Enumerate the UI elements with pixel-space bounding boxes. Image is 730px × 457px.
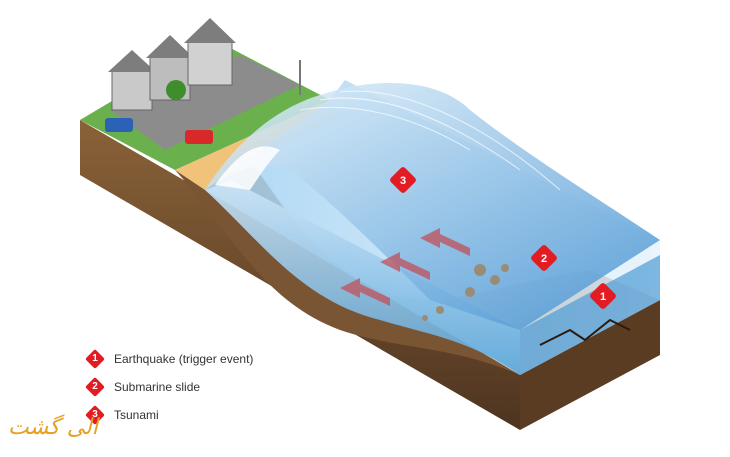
legend-label: Tsunami [114, 408, 159, 422]
tree [166, 80, 186, 100]
red-car [185, 130, 213, 144]
svg-text:3: 3 [400, 175, 406, 187]
svg-text:1: 1 [600, 291, 606, 303]
marker-badge-icon: 1 [86, 350, 104, 368]
blue-car [105, 118, 133, 132]
legend-item-tsunami: 3 Tsunami [86, 401, 253, 429]
legend-item-earthquake: 1 Earthquake (trigger event) [86, 345, 253, 373]
legend: 1 Earthquake (trigger event) 2 Submarine… [86, 345, 253, 429]
svg-text:2: 2 [541, 253, 547, 265]
house-3 [184, 18, 236, 85]
legend-label: Submarine slide [114, 380, 200, 394]
house-1 [108, 50, 156, 110]
marker-badge-icon: 2 [86, 378, 104, 396]
legend-item-submarine-slide: 2 Submarine slide [86, 373, 253, 401]
watermark-logo: الی گشت [8, 415, 98, 440]
legend-label: Earthquake (trigger event) [114, 352, 253, 366]
